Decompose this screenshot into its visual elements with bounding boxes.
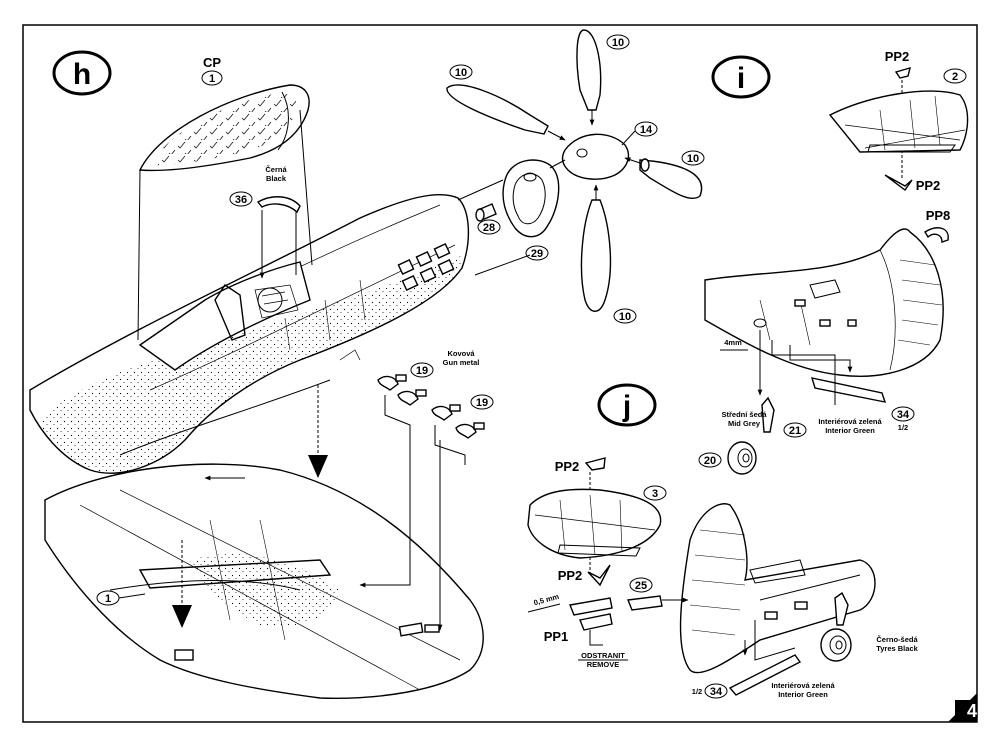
page-border	[22, 24, 978, 723]
step-j-remove-cz: ODSTRANIT	[581, 651, 625, 660]
step-i-part-34-number: 34	[897, 409, 910, 421]
step-h-badge	[52, 50, 112, 96]
part-19-color-en: Gun metal	[443, 358, 480, 367]
spinner-14: 14	[549, 121, 658, 180]
step-i-color-34-cz: Interiérová zelená	[818, 417, 882, 426]
spinner-screw-28: 28	[475, 203, 501, 235]
step-j-part-25-number: 25	[635, 580, 647, 592]
part-10-right-badge	[681, 150, 705, 166]
part-19b-badge	[470, 394, 494, 410]
page-number: 4	[967, 701, 977, 721]
step-h: h	[29, 29, 705, 699]
step-j-part-25-badge	[629, 577, 653, 593]
fuselage-drawing	[29, 193, 470, 474]
step-j-remove-en: REMOVE	[587, 660, 620, 669]
step-i-part-21-number: 21	[789, 425, 801, 437]
step-i-part-20-badge	[698, 452, 722, 468]
step-j-color-34-cz: Interiérová zelená	[771, 681, 835, 690]
step-j-part-3-number: 3	[652, 488, 658, 500]
step-j-part-3-badge	[643, 485, 667, 501]
step-j-pp2-bottom: PP2	[558, 568, 583, 583]
step-i-label: i	[737, 62, 745, 95]
step-j-pp1: PP1	[544, 629, 569, 644]
part-28-number: 28	[483, 222, 495, 234]
page-number-tab: 4	[948, 693, 977, 722]
part-10-left-number: 10	[455, 67, 467, 79]
step-i: i PP2 2 PP2 PP8 4mm 21 Střední šed	[698, 49, 969, 475]
part-29-number: 29	[531, 248, 543, 260]
part-19-color-cz: Kovová	[447, 349, 475, 358]
step-i-part-34-badge	[891, 406, 915, 422]
part-29-badge	[525, 245, 549, 261]
part-19a-badge	[410, 362, 434, 378]
step-i-badge	[711, 55, 771, 99]
part-10-top-number: 10	[612, 37, 624, 49]
step-j-part-34-badge	[704, 683, 728, 699]
armour-plate-36: 36 Černá Black	[229, 165, 301, 279]
part-19b-number: 19	[476, 397, 488, 409]
part-10-bottom-badge	[613, 308, 637, 324]
step-i-pp8: PP8	[926, 208, 951, 223]
part-36-color-cz: Černá	[265, 165, 287, 174]
part-10-left-badge	[449, 64, 473, 80]
step-j-tyres-en: Tyres Black	[876, 644, 918, 653]
canopy-part: CP 1	[137, 55, 313, 341]
step-j-fraction: 1/2	[692, 687, 702, 696]
part-28-badge	[477, 219, 501, 235]
part-14-badge	[634, 121, 658, 137]
spinner-backplate-29: 29	[457, 159, 560, 276]
part-36-color-en: Black	[266, 174, 287, 183]
step-j-pp2-top: PP2	[555, 459, 580, 474]
step-j-badge	[597, 383, 657, 427]
step-i-color-21-en: Mid Grey	[728, 419, 761, 428]
step-h-label: h	[73, 58, 91, 91]
step-i-fraction: 1/2	[898, 423, 908, 432]
part-10-bottom-number: 10	[619, 311, 631, 323]
part-14-number: 14	[640, 124, 653, 136]
part-10-top-badge	[606, 34, 630, 50]
step-i-pp2-bottom: PP2	[916, 178, 941, 193]
step-i-part-2-badge	[943, 68, 967, 84]
gun-barrels-19: Kovová Gun metal 19 19	[359, 349, 494, 631]
fit-arrows	[172, 385, 328, 628]
step-j-tyres-cz: Černo-šedá	[876, 635, 918, 644]
step-j-label: j	[622, 390, 631, 423]
step-i-color-21-cz: Střední šedá	[721, 410, 767, 419]
step-i-part-2-number: 2	[952, 71, 958, 83]
propeller-blades-10: 10 10 10 10	[446, 29, 705, 324]
wing-drawing	[44, 463, 484, 699]
step-j-color-34-en: Interior Green	[778, 690, 828, 699]
step-i-pp2-top: PP2	[885, 49, 910, 64]
step-i-dimension: 4mm	[724, 338, 742, 347]
part-36-number: 36	[235, 194, 247, 206]
step-i-part-21-badge	[783, 422, 807, 438]
canopy-code: CP	[203, 55, 221, 70]
canopy-part-number: 1	[209, 73, 215, 85]
step-i-part-20-number: 20	[704, 455, 716, 467]
exhaust-stubs	[397, 243, 455, 291]
step-j: j PP2 3 PP2 25 0,5 mm PP1 ODSTRANIT REMO…	[527, 383, 919, 699]
part-10-right-number: 10	[687, 153, 699, 165]
wing-part-number: 1	[105, 593, 111, 605]
step-i-color-34-en: Interior Green	[825, 426, 875, 435]
canopy-part-badge	[201, 70, 223, 86]
step-j-part-34-number: 34	[710, 686, 723, 698]
part-19a-number: 19	[416, 365, 428, 377]
